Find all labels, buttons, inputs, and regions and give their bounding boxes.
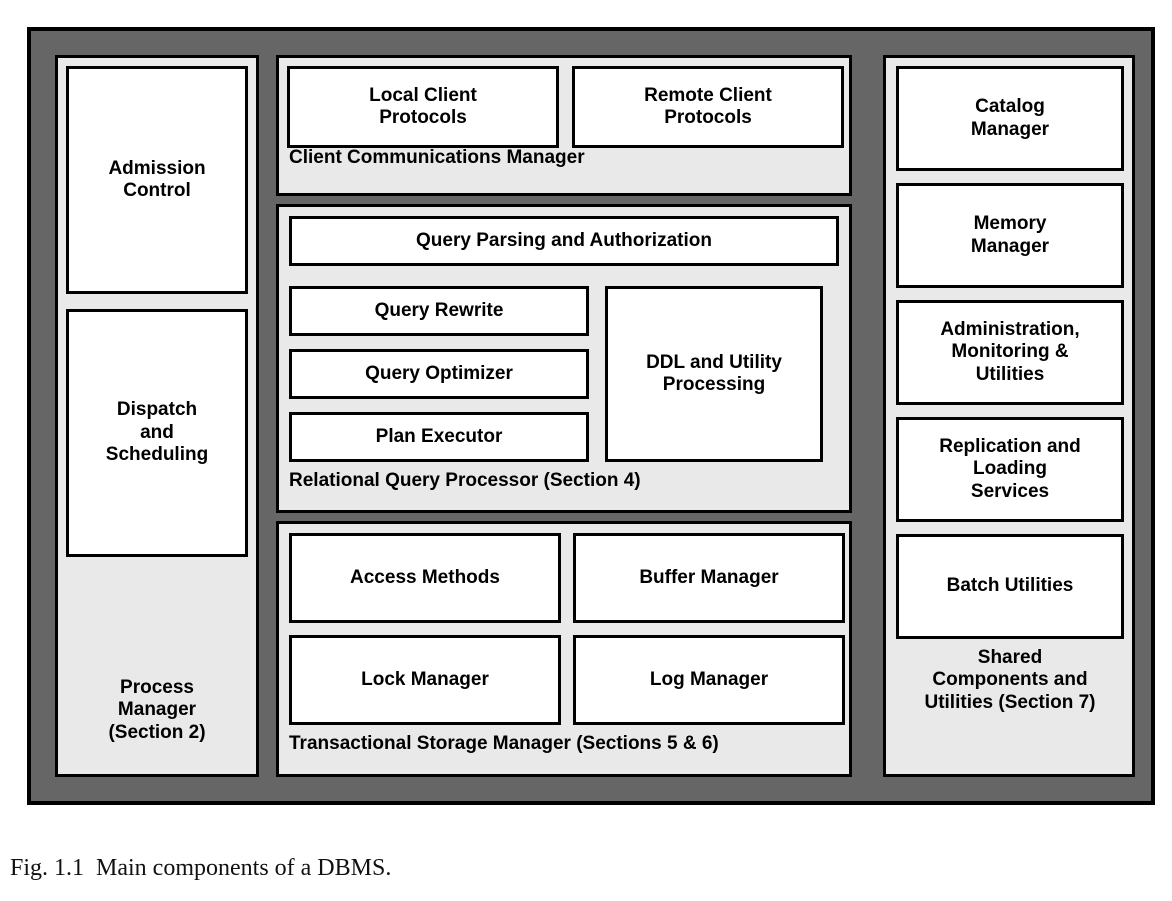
box-local-client-protocols[interactable]: Local Client Protocols [287, 66, 559, 148]
box-remote-client-protocols[interactable]: Remote Client Protocols [572, 66, 844, 148]
box-administration-monitoring-utilities[interactable]: Administration, Monitoring & Utilities [896, 300, 1124, 405]
box-query-optimizer[interactable]: Query Optimizer [289, 349, 589, 399]
relational-query-processor-label: Relational Query Processor (Section 4) [289, 470, 641, 491]
box-dispatch-and-scheduling[interactable]: Dispatch and Scheduling [66, 309, 248, 557]
box-query-rewrite[interactable]: Query Rewrite [289, 286, 589, 336]
box-batch-utilities[interactable]: Batch Utilities [896, 534, 1124, 639]
box-buffer-manager[interactable]: Buffer Manager [573, 533, 845, 623]
figure-caption: Fig. 1.1 Main components of a DBMS. [10, 855, 392, 881]
box-ddl-and-utility-processing[interactable]: DDL and Utility Processing [605, 286, 823, 462]
box-query-parsing-and-authorization[interactable]: Query Parsing and Authorization [289, 216, 839, 266]
transactional-storage-manager-label: Transactional Storage Manager (Sections … [289, 733, 719, 754]
box-log-manager[interactable]: Log Manager [573, 635, 845, 725]
process-manager-label: Process Manager (Section 2) [108, 677, 206, 743]
dbms-architecture-frame: Admission Control Dispatch and Schedulin… [27, 27, 1155, 805]
box-admission-control[interactable]: Admission Control [66, 66, 248, 294]
box-lock-manager[interactable]: Lock Manager [289, 635, 561, 725]
box-catalog-manager[interactable]: Catalog Manager [896, 66, 1124, 171]
box-access-methods[interactable]: Access Methods [289, 533, 561, 623]
box-memory-manager[interactable]: Memory Manager [896, 183, 1124, 288]
shared-components-and-utilities-panel [883, 55, 1135, 777]
shared-components-and-utilities-label: Shared Components and Utilities (Section… [924, 647, 1096, 713]
client-communications-manager-label: Client Communications Manager [289, 147, 585, 168]
box-replication-and-loading-services[interactable]: Replication and Loading Services [896, 417, 1124, 522]
box-plan-executor[interactable]: Plan Executor [289, 412, 589, 462]
